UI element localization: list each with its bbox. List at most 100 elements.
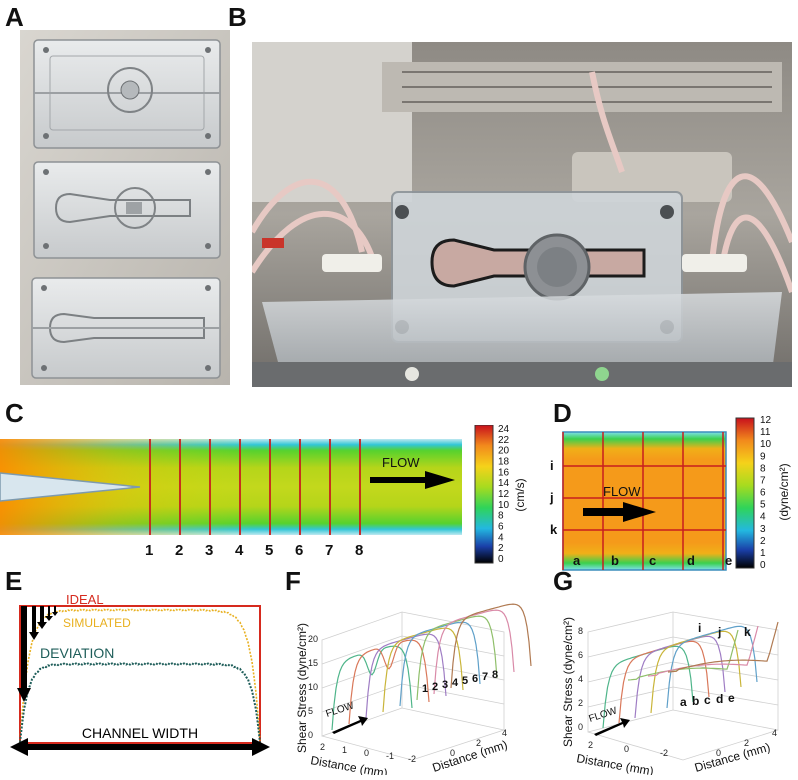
panel-label-a: A (5, 2, 24, 32)
f-z-tick: 10 (308, 682, 318, 692)
g-x-tick: 0 (624, 744, 629, 754)
g-z-tick: 6 (578, 650, 583, 660)
f-x-tick: 2 (320, 742, 325, 752)
g-profile-curve (618, 640, 710, 724)
g-curve-label-back: j (717, 625, 721, 639)
d-colorbar-tick: 5 (760, 500, 766, 511)
d-column-letter: d (687, 553, 695, 568)
c-colorbar (474, 424, 494, 564)
panel-label-d: D (553, 398, 572, 428)
c-colorbar-tick: 18 (498, 457, 510, 468)
g-z-tick: 4 (578, 674, 583, 684)
simulated-curve (19, 608, 261, 743)
d-colorbar (735, 417, 755, 569)
g-profile-curve (666, 625, 758, 709)
f-profile-curve (450, 603, 532, 689)
d-colorbar-tick: 6 (760, 488, 766, 499)
d-column-letter: e (725, 553, 732, 568)
g-curve-label-front: e (728, 691, 735, 705)
g-curve-label-front: b (692, 694, 699, 708)
d-colorbar-tick: 9 (760, 451, 766, 462)
f-curve-label: 5 (462, 675, 468, 687)
d-colorbar-tick: 0 (760, 560, 766, 571)
label-simulated: SIMULATED (63, 616, 131, 630)
g-y-tick: 0 (716, 748, 721, 758)
channel-width-arrow (10, 738, 270, 756)
f-profile-curve (365, 633, 447, 719)
f-x-tick: 0 (364, 748, 369, 758)
c-section-number: 6 (295, 542, 303, 559)
g-y-tick: 2 (744, 738, 749, 748)
g-z-label: Shear Stress (dyne/cm²) (561, 617, 575, 747)
d-flow-arrow (583, 502, 656, 522)
c-colorbar-unit: (cm/s) (513, 478, 527, 511)
c-section-number: 4 (235, 542, 244, 559)
f-x-tick: 1 (342, 745, 347, 755)
c-colorbar-tick: 12 (498, 489, 510, 500)
d-row-letter: k (550, 522, 558, 537)
c-colorbar-tick: 14 (498, 478, 510, 489)
g-transverse-curve (667, 621, 779, 673)
label-channel-width: CHANNEL WIDTH (82, 725, 198, 741)
g-curve-label-front: c (704, 693, 711, 707)
d-colorbar-tick: 2 (760, 536, 766, 547)
ideal-profile-box (19, 605, 261, 744)
f-z-tick: 5 (308, 706, 313, 716)
d-colorbar-tick: 11 (760, 427, 771, 438)
f-profile-curve (382, 627, 464, 713)
f-y-tick: 0 (450, 748, 455, 758)
f-curve-label: 4 (452, 677, 459, 689)
g-z-tick: 0 (578, 722, 583, 732)
f-z-tick: 15 (308, 658, 318, 668)
c-section-number: 1 (145, 542, 153, 559)
g-z-tick: 8 (578, 626, 583, 636)
d-row-letter: i (550, 458, 554, 473)
c-flow-label: FLOW (382, 455, 420, 470)
c-colorbar-tick: 20 (498, 446, 510, 457)
g-y-label: Distance (mm) (693, 740, 772, 775)
f-flow-label: FLOW (325, 700, 356, 720)
d-flow-label: FLOW (603, 484, 641, 499)
f-z-label: Shear Stress (dyne/cm²) (295, 623, 309, 753)
g-transverse-curve (627, 629, 739, 681)
panel-e-profile: IDEAL SIMULATED DEVIATION CHANNEL WIDTH (8, 590, 270, 770)
d-colorbar-tick: 8 (760, 463, 766, 474)
f-x-label: Distance (mm) (309, 753, 388, 775)
deviation-arrows (17, 606, 58, 702)
c-colorbar-tick: 6 (498, 522, 504, 533)
f-profile-curve (331, 645, 413, 731)
d-colorbar-tick: 10 (760, 439, 772, 450)
g-transverse-curve (647, 625, 759, 677)
g-curve-label-front: a (680, 695, 687, 709)
d-column-letter: a (573, 553, 581, 568)
f-curve-label: 8 (492, 669, 498, 681)
f-z-tick: 20 (308, 634, 318, 644)
f-curve-label: 6 (472, 673, 478, 685)
panel-label-b: B (228, 2, 247, 32)
g-y-tick: 4 (772, 728, 777, 738)
d-colorbar-tick: 12 (760, 415, 772, 426)
f-profile-curve (399, 621, 481, 707)
label-ideal: IDEAL (66, 592, 104, 607)
f-x-tick: -2 (408, 754, 416, 764)
g-curve-label-front: d (716, 692, 723, 706)
c-colorbar-tick: 24 (498, 425, 510, 435)
f-curve-label: 7 (482, 671, 488, 683)
f-z-tick: 0 (308, 730, 313, 740)
f-curve-label: 1 (422, 683, 428, 695)
f-x-tick: -1 (386, 751, 394, 761)
d-colorbar-unit: (dyne/cm²) (777, 463, 791, 520)
c-colorbar-tick: 10 (498, 500, 510, 511)
d-colorbar-tick: 3 (760, 524, 766, 535)
f-y-tick: 4 (502, 728, 507, 738)
d-colorbar-tick: 7 (760, 475, 766, 486)
f-flow-arrow (332, 716, 368, 734)
c-section-number: 7 (325, 542, 333, 559)
g-z-tick: 2 (578, 698, 583, 708)
f-curve-label: 2 (432, 681, 438, 693)
g-flow-arrow (594, 718, 630, 736)
d-colorbar-tick: 4 (760, 512, 766, 523)
